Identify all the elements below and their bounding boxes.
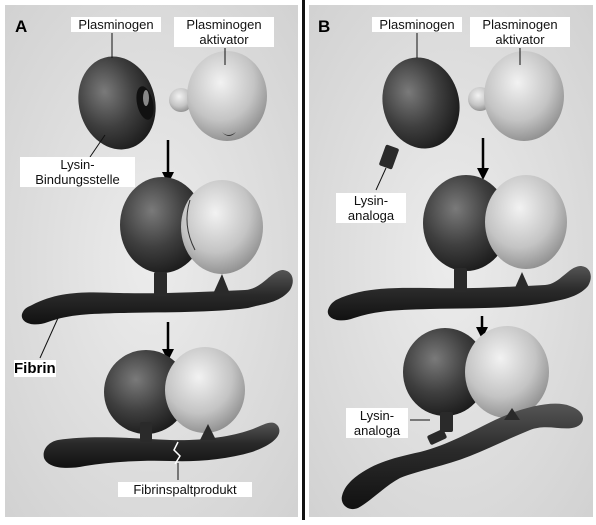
panel-b-lysine-stub-2: [440, 412, 453, 432]
panel-b-complex-1: [423, 175, 567, 271]
panel-b-lysine-stub-1: [454, 268, 467, 292]
panel-b-analog-top-label: Lysin- analoga: [336, 193, 406, 223]
panel-a-binding-site-label: Lysin- Bindungsstelle: [20, 157, 135, 187]
panel-b-plasminogen-label: Plasminogen: [372, 17, 462, 32]
panel-b-activator-label: Plasminogen aktivator: [470, 17, 570, 47]
panel-a-activator-label: Plasminogen aktivator: [174, 17, 274, 47]
panel-a-fibrin-label: Fibrin: [14, 360, 56, 377]
panel-a-plasminogen-label: Plasminogen: [71, 17, 161, 32]
panel-a-letter: A: [15, 17, 27, 37]
panel-a-lysine-stub-1: [154, 272, 167, 296]
panel-a-lysine-stub-2: [140, 422, 152, 442]
panel-b-analog-bottom-label: Lysin- analoga: [346, 408, 408, 438]
panel-b-letter: B: [318, 17, 330, 37]
panel-a-split-product-label: Fibrinspaltprodukt: [118, 482, 252, 497]
